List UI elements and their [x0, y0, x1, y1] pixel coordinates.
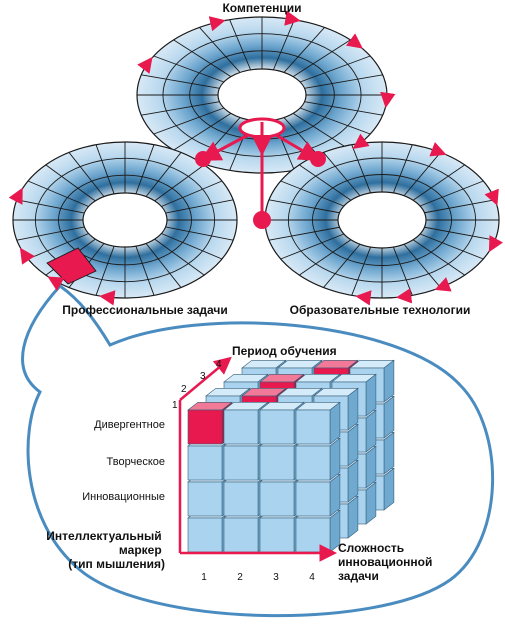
axis-time — [179, 356, 232, 401]
cube-block — [295, 473, 341, 517]
thinking-level-label: Дивергентное — [94, 419, 165, 431]
time-tick: 2 — [181, 384, 187, 395]
time-tick: 1 — [172, 400, 178, 411]
ring-label-educational-technologies: Образовательные технологии — [290, 303, 471, 317]
cube-block — [295, 509, 341, 553]
thinking-level-label: Творческое — [107, 456, 165, 468]
time-tick: 4 — [216, 359, 222, 370]
thinking-axis-label: Интеллектуальный маркер (тип мышления) — [46, 529, 165, 571]
ring-competences — [136, 16, 388, 174]
cube-block — [295, 401, 341, 445]
ring-label-competences: Компетенции — [222, 1, 301, 15]
direction-arrow — [99, 290, 116, 306]
direction-arrow — [208, 16, 226, 32]
direction-arrow — [352, 133, 370, 149]
direction-arrow — [8, 187, 23, 205]
ring-professional-tasks — [12, 141, 238, 299]
ring-educational-technologies — [264, 141, 500, 299]
direction-arrow — [345, 33, 363, 49]
complexity-tick: 4 — [309, 572, 315, 583]
connector-node — [195, 151, 211, 167]
thinking-level-label: Инновационные — [82, 491, 165, 503]
direction-arrow — [395, 288, 413, 304]
direction-arrow — [434, 277, 452, 292]
complexity-tick: 1 — [201, 572, 207, 583]
complexity-tick: 2 — [237, 572, 243, 583]
direction-arrow — [488, 235, 504, 253]
cube-block — [295, 437, 341, 481]
direction-arrow — [355, 290, 372, 306]
ring-label-professional-tasks: Профессиональные задачи — [62, 303, 227, 317]
ring-direction-arrows — [8, 10, 504, 306]
direction-arrow — [380, 91, 396, 109]
cube-block — [259, 401, 305, 445]
time-tick: 3 — [200, 371, 206, 382]
direction-arrow — [137, 56, 153, 74]
direction-arrow — [284, 10, 301, 26]
direction-arrow — [429, 142, 447, 157]
direction-arrow — [484, 188, 499, 206]
connector-node — [253, 211, 271, 229]
direction-arrow — [19, 247, 35, 265]
direction-arrow — [47, 276, 65, 291]
ring-connectors — [195, 117, 326, 229]
complexity-tick: 3 — [273, 572, 279, 583]
time-axis-label: Период обучения — [232, 344, 337, 358]
cube-model — [187, 359, 395, 553]
complexity-axis-label: Сложность инновационной задачи — [338, 541, 436, 583]
connector-node — [310, 151, 326, 167]
